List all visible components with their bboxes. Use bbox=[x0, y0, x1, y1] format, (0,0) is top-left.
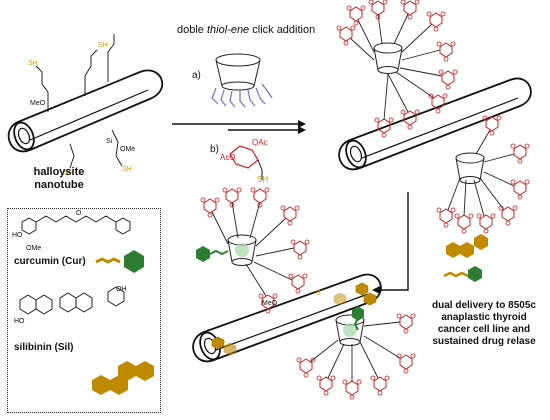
glycocluster-top bbox=[336, 0, 458, 138]
curcumin-free bbox=[443, 266, 482, 282]
drug-legend-box bbox=[7, 208, 161, 413]
nanotube-label-line2: nanotube bbox=[34, 179, 84, 191]
glyconanotube-top bbox=[338, 77, 532, 171]
ho-label-curcumin: HO bbox=[12, 232, 23, 239]
sh-label-left-1: SH bbox=[28, 60, 38, 67]
reaction-arrow bbox=[172, 120, 306, 134]
reaction-title: doble thiol-ene click addition bbox=[177, 24, 315, 36]
aco-label: AcO bbox=[220, 153, 236, 162]
glycocluster-mid-right bbox=[436, 115, 530, 234]
reaction-title-suffix: click addition bbox=[249, 24, 316, 36]
process-arrow bbox=[372, 192, 409, 294]
delivery-text-line4: sustained drug relase bbox=[432, 336, 536, 347]
glycocluster-bottom-right bbox=[296, 313, 416, 400]
step-b-label: b) bbox=[210, 144, 219, 155]
silibinin-icon bbox=[92, 361, 154, 395]
ome-label-curcumin: OMe bbox=[26, 245, 42, 252]
oac-label: OAc bbox=[252, 138, 268, 147]
delivery-text: dual delivery to 8505c anaplastic thyroi… bbox=[420, 300, 548, 348]
curcumin-loaded-left bbox=[196, 246, 229, 262]
reaction-title-thiol-ene: thiol-ene bbox=[206, 24, 250, 36]
sh-label-left-3: SH bbox=[64, 170, 74, 177]
curcumin-icon bbox=[95, 250, 144, 273]
o-label-curcumin: O bbox=[76, 210, 82, 217]
silibinin-free bbox=[446, 234, 488, 258]
reaction-title-prefix: doble bbox=[177, 24, 207, 36]
loaded-glyconanotube bbox=[192, 273, 382, 363]
curcumin-structure bbox=[21, 215, 131, 235]
oh-label-silibinin: OH bbox=[116, 286, 127, 293]
silibinin-structure bbox=[19, 286, 125, 315]
delivery-text-line3: cancer cell line and bbox=[437, 324, 531, 335]
sh-label-left-2: SH bbox=[98, 42, 108, 49]
s-label-bottom: S bbox=[316, 290, 321, 297]
ho-label-silibinin: HO bbox=[14, 318, 25, 325]
meo-label-left: MeO bbox=[30, 100, 46, 107]
sh-label-left-4: SH bbox=[122, 166, 132, 173]
legend-curcumin-label: curcumin (Cur) bbox=[14, 256, 86, 267]
meo-label-bottom: MeO bbox=[262, 300, 278, 307]
si-label-left: Si bbox=[106, 138, 113, 145]
silibinin-loaded bbox=[211, 282, 377, 356]
delivery-text-line1: dual delivery to 8505c bbox=[432, 300, 536, 311]
thiosugar-reagent bbox=[229, 145, 263, 180]
step-a-label: a) bbox=[192, 70, 201, 81]
halloysite-nanotube-left bbox=[7, 34, 164, 169]
nanotube-label: halloysite nanotube bbox=[22, 166, 96, 192]
nanotube-label-line1: halloysite bbox=[33, 166, 85, 178]
ome-label-left: OMe bbox=[120, 146, 136, 153]
glycocluster-bottom-left bbox=[200, 187, 310, 314]
cyclodextrin-reagent bbox=[211, 53, 273, 108]
curcumin-loaded-right bbox=[352, 306, 364, 331]
delivery-text-line2: anaplastic thyroid bbox=[441, 312, 527, 323]
legend-silibinin-label: silibinin (Sil) bbox=[14, 342, 74, 353]
sh-label-reagent: SH bbox=[257, 175, 269, 184]
